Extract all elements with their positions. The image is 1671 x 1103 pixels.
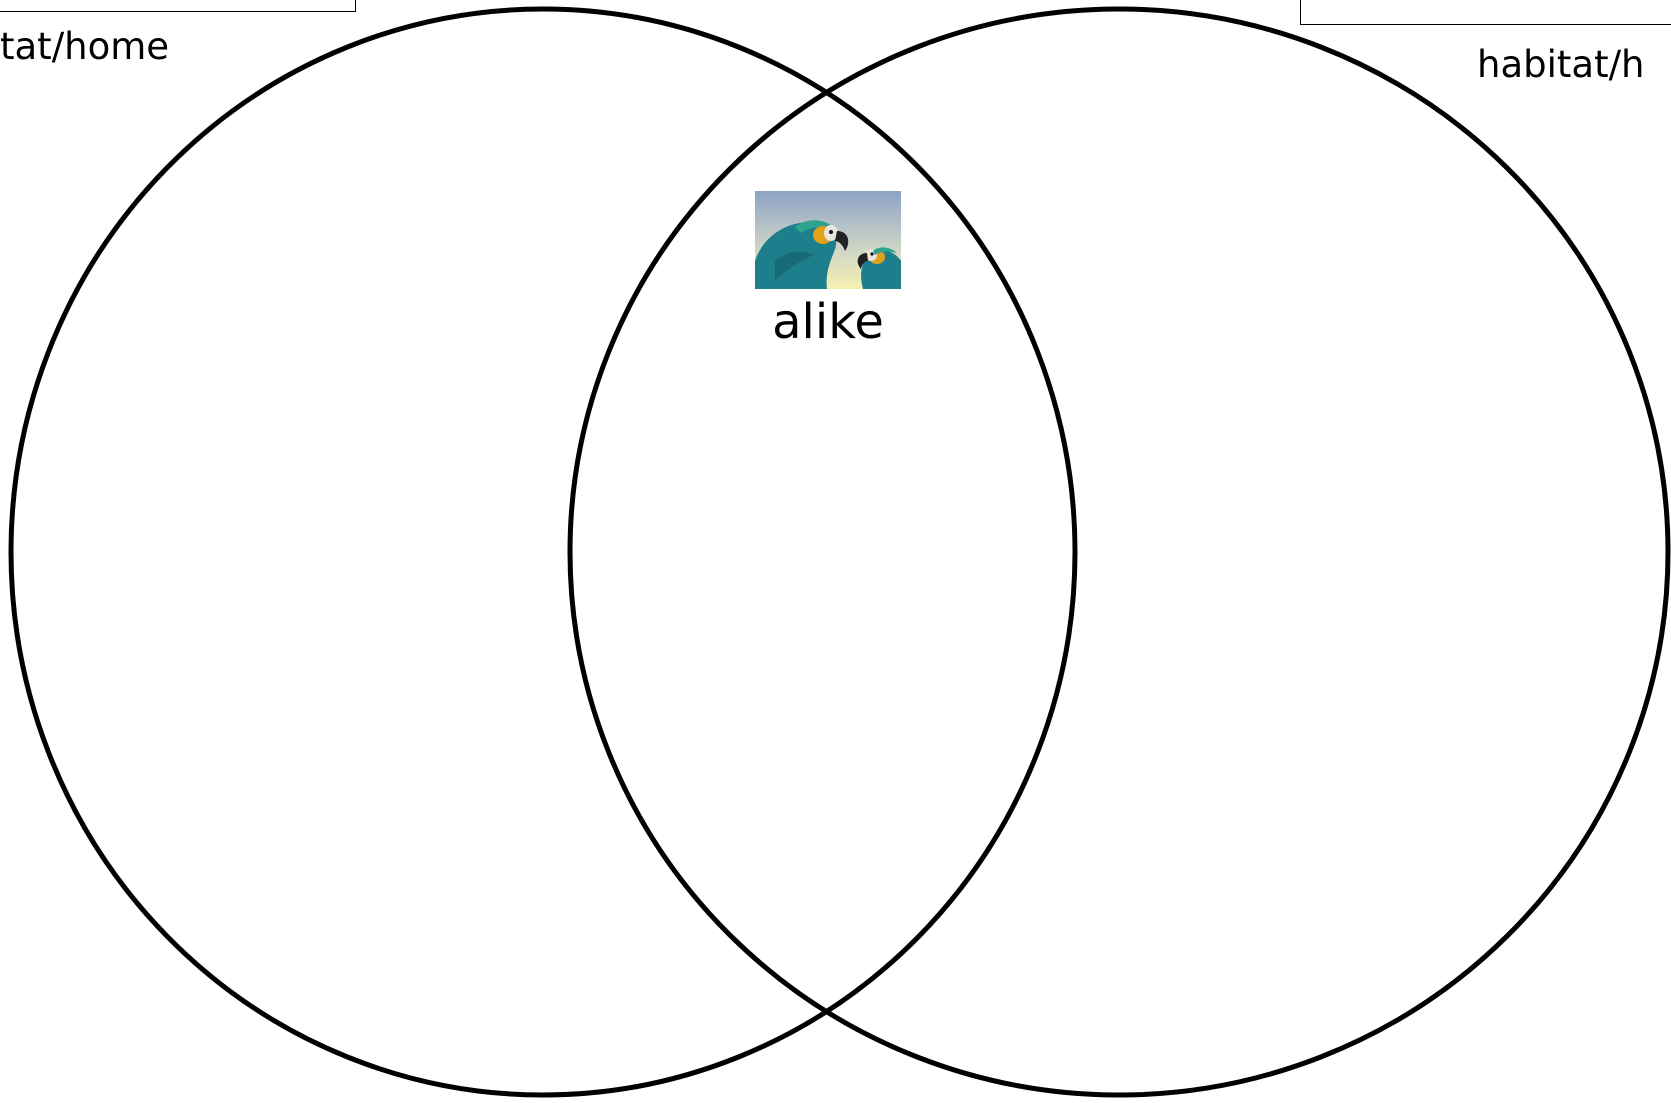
overlap-label: alike [700, 298, 956, 346]
right-circle [570, 9, 1668, 1095]
left-label-box[interactable] [0, 0, 356, 12]
two-parrots-image [755, 191, 901, 289]
left-set-label: tat/home [0, 28, 200, 65]
left-circle [11, 9, 1075, 1095]
right-set-label: habitat/h [1477, 46, 1645, 83]
right-label-box[interactable] [1300, 0, 1671, 25]
